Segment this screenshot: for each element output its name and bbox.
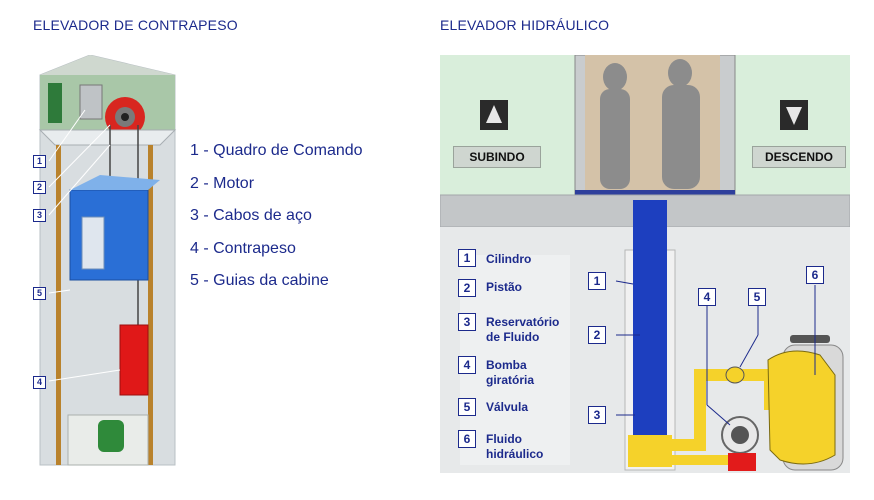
left-legend: 1 - Quadro de Comando 2 - Motor 3 - Cabo… xyxy=(190,140,363,303)
piston xyxy=(633,200,667,435)
right-legend-num-2: 2 xyxy=(458,279,476,297)
passengers-silhouette xyxy=(600,59,700,189)
guide-rail-right xyxy=(148,145,153,465)
left-legend-item-1: 1 - Quadro de Comando xyxy=(190,142,363,159)
hydraulic-elevator-illustration xyxy=(440,55,850,473)
left-callout-5: 5 xyxy=(33,287,46,300)
left-legend-item-3: 3 - Cabos de aço xyxy=(190,207,312,224)
counterweight xyxy=(119,324,149,396)
right-legend-text-5: Válvula xyxy=(486,400,529,414)
guide-rail-left xyxy=(56,145,61,465)
left-callout-1: 1 xyxy=(33,155,46,168)
left-callout-3: 3 xyxy=(33,209,46,222)
left-legend-item-5: 5 - Guias da cabine xyxy=(190,272,329,289)
control-panel xyxy=(79,84,103,120)
right-legend-text-2: Pistão xyxy=(486,280,523,294)
hydraulic-fluid xyxy=(767,350,836,465)
right-legend-num-1: 1 xyxy=(458,249,476,267)
right-callout-3: 3 xyxy=(588,406,606,424)
sign-subindo: SUBINDO xyxy=(453,146,541,168)
machine-room-door xyxy=(48,83,62,123)
buffer xyxy=(98,420,124,452)
right-legend-num-5: 5 xyxy=(458,398,476,416)
fluid-in-cylinder xyxy=(628,435,672,467)
pump-motor xyxy=(728,453,756,471)
up-arrow-icon xyxy=(486,105,502,123)
right-legend-num-4: 4 xyxy=(458,356,476,374)
sign-descendo: DESCENDO xyxy=(752,146,846,168)
right-legend-text-6: Fluido hidráulico xyxy=(486,432,544,461)
right-callout-2: 2 xyxy=(588,326,606,344)
right-callout-4: 4 xyxy=(698,288,716,306)
right-title: ELEVADOR HIDRÁULICO xyxy=(440,17,610,33)
cabin-door xyxy=(81,216,105,270)
right-legend-text-4: Bomba giratória xyxy=(486,358,535,387)
counterweight-elevator-illustration xyxy=(38,55,177,466)
right-legend-text-1: Cilindro xyxy=(486,252,532,266)
left-title: ELEVADOR DE CONTRAPESO xyxy=(33,17,238,33)
right-callout-6: 6 xyxy=(806,266,824,284)
left-callout-2: 2 xyxy=(33,181,46,194)
left-legend-item-4: 4 - Contrapeso xyxy=(190,239,296,257)
right-legend-num-3: 3 xyxy=(458,313,476,331)
down-arrow-icon xyxy=(786,107,802,125)
left-legend-item-2: 2 - Motor xyxy=(190,174,255,192)
right-legend-text-3: Reservatório de Fluido xyxy=(486,315,560,344)
right-callout-1: 1 xyxy=(588,272,606,290)
right-callout-5: 5 xyxy=(748,288,766,306)
right-legend-num-6: 6 xyxy=(458,430,476,448)
valve xyxy=(725,366,745,384)
left-callout-4: 4 xyxy=(33,376,46,389)
